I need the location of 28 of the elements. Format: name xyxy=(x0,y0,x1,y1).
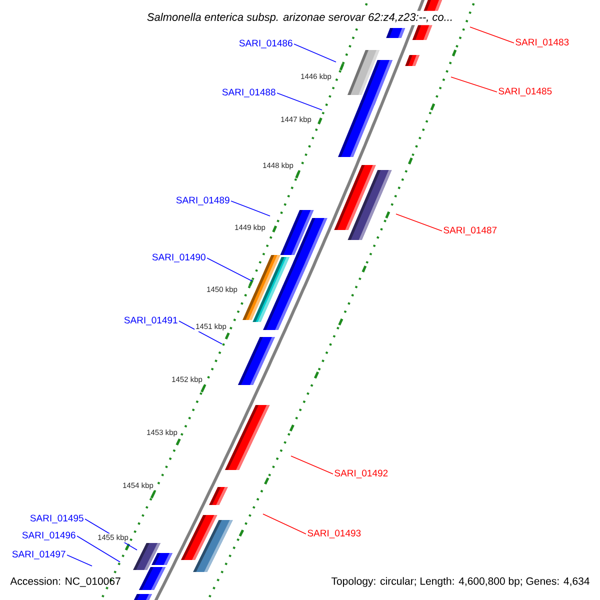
leader-line xyxy=(294,44,336,62)
leader-line xyxy=(276,92,322,110)
leader-line xyxy=(76,536,120,562)
gene-label: SARI_01491 xyxy=(124,316,178,326)
gene-label: SARI_01493 xyxy=(308,530,361,538)
leader-line xyxy=(66,554,92,566)
gene-label: SARI_01487 xyxy=(444,226,497,236)
gene-label: SARI_01490 xyxy=(152,254,206,262)
gene-label: SARI_01492 xyxy=(334,470,388,478)
leader-line xyxy=(396,214,442,232)
leader-line xyxy=(230,200,270,216)
genome-info-text: Topology: circular; Length: 4,600,800 bp; Genes: 4,634 xyxy=(331,577,590,587)
gene-label: SARI_01486 xyxy=(239,40,292,48)
gene-label: SARI_01483 xyxy=(516,38,569,48)
leader-line xyxy=(470,26,514,44)
leader-line xyxy=(262,514,306,534)
accession-text: Accession: NC_010067 xyxy=(10,577,120,587)
gene-label: SARI_01496 xyxy=(22,532,76,540)
leader-line xyxy=(450,76,498,92)
gene-label: SARI_01489 xyxy=(176,196,230,206)
leader-line xyxy=(290,456,334,474)
leader-line xyxy=(178,320,222,344)
title: Salmonella enterica subsp. arizonae serovar 62:z4,z23:--, co... xyxy=(144,10,456,26)
gene-label: SARI_01497 xyxy=(12,550,66,560)
leader-line xyxy=(206,258,252,282)
gene-label: SARI_01495 xyxy=(30,514,84,524)
gene-label: SARI_01485 xyxy=(498,88,552,96)
gene-label: SARI_01488 xyxy=(222,88,276,98)
